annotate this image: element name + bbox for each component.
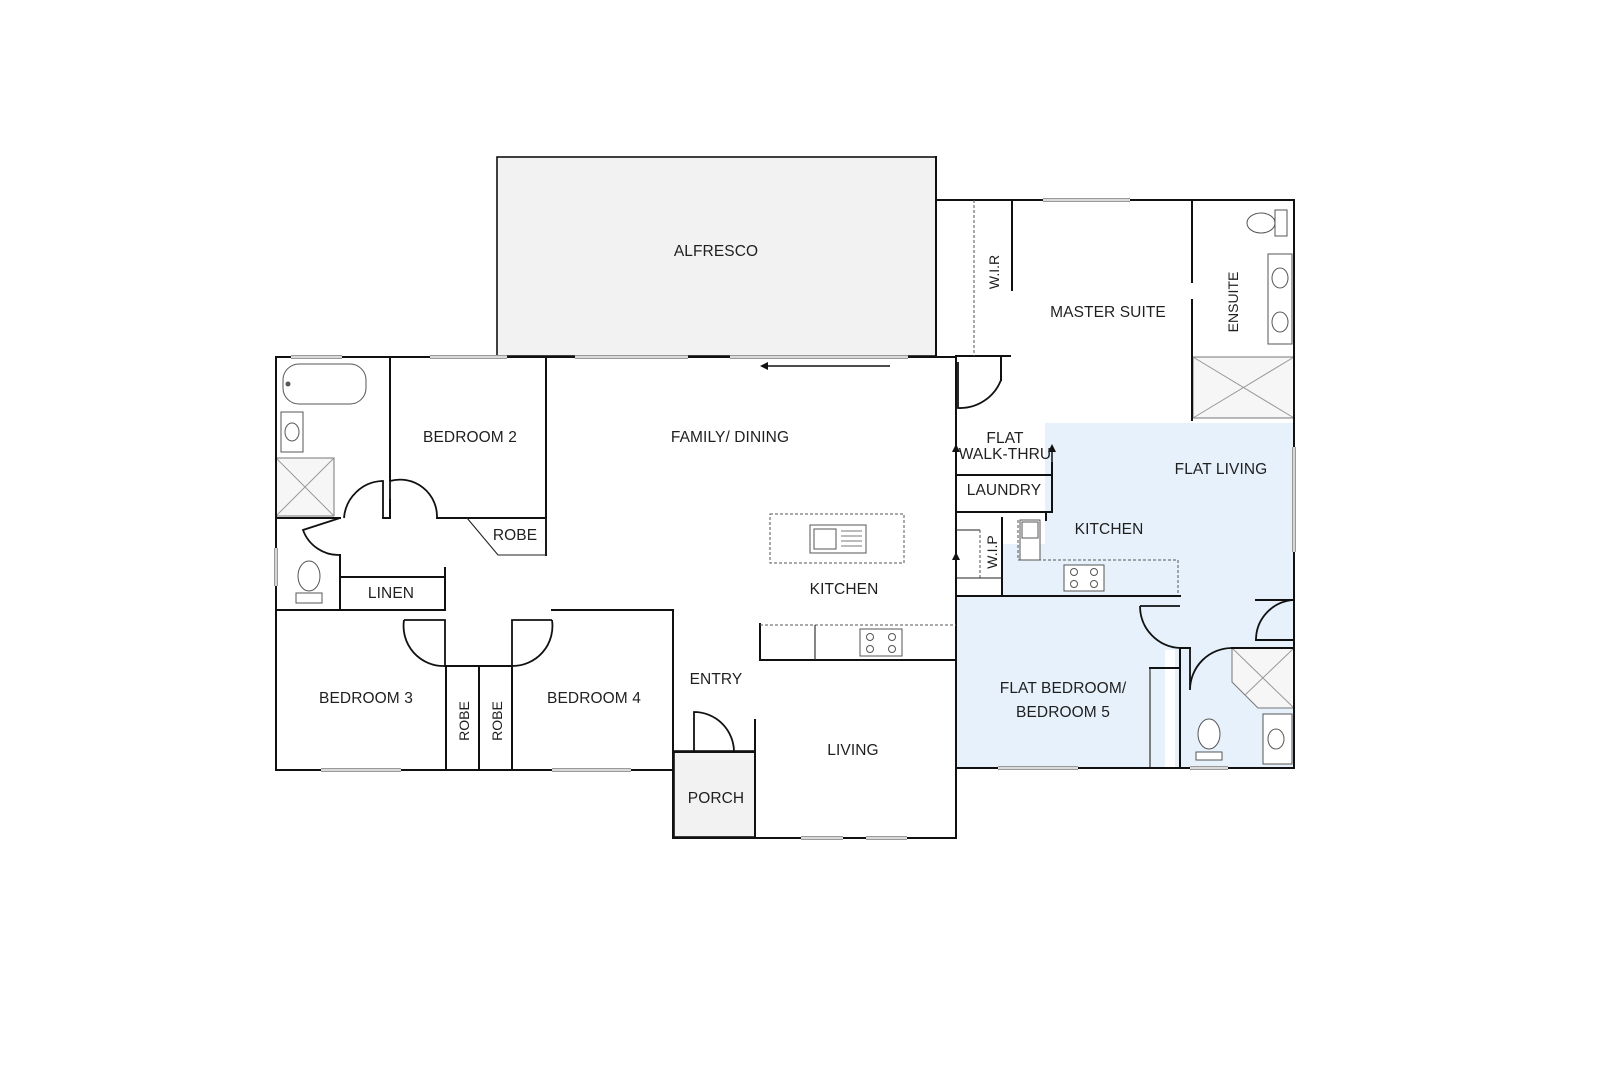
walk-thru-arrows bbox=[952, 444, 1056, 580]
cooktop bbox=[859, 628, 903, 657]
label-flat-bedroom-line1: FLAT BEDROOM/ bbox=[1000, 680, 1127, 697]
label-porch: PORCH bbox=[688, 790, 744, 807]
label-laundry: LAUNDRY bbox=[967, 482, 1042, 499]
label-flat-bedroom-line2: BEDROOM 5 bbox=[1016, 704, 1110, 721]
label-ensuite: ENSUITE bbox=[1225, 272, 1241, 333]
doors bbox=[301, 362, 1295, 753]
label-entry: ENTRY bbox=[690, 671, 743, 688]
sliding-door-arrow bbox=[760, 362, 890, 370]
label-linen: LINEN bbox=[368, 585, 414, 602]
label-wir: W.I.R bbox=[986, 255, 1002, 289]
label-flat-living: FLAT LIVING bbox=[1175, 461, 1268, 478]
label-walk-thru: WALK-THRU bbox=[959, 446, 1051, 463]
label-kitchen: KITCHEN bbox=[810, 581, 879, 598]
room-labels: ALFRESCO MASTER SUITE W.I.R ENSUITE BEDR… bbox=[319, 243, 1267, 807]
windows bbox=[274, 198, 1296, 840]
label-robe-a: ROBE bbox=[456, 701, 472, 741]
label-robe-bed2: ROBE bbox=[493, 527, 537, 544]
label-family-dining: FAMILY/ DINING bbox=[671, 429, 789, 446]
fixtures bbox=[280, 209, 1293, 765]
label-alfresco: ALFRESCO bbox=[674, 243, 758, 260]
label-robe-b: ROBE bbox=[489, 701, 505, 741]
label-flat-kitchen: KITCHEN bbox=[1075, 521, 1144, 538]
label-flat: FLAT bbox=[986, 430, 1024, 447]
alfresco-area bbox=[496, 156, 937, 357]
label-wip: W.I.P bbox=[984, 535, 1000, 568]
label-bedroom-4: BEDROOM 4 bbox=[547, 690, 641, 707]
bathtub bbox=[282, 363, 367, 405]
label-bedroom-3: BEDROOM 3 bbox=[319, 690, 413, 707]
label-bedroom-2: BEDROOM 2 bbox=[423, 429, 517, 446]
porch-area bbox=[673, 750, 756, 838]
label-master-suite: MASTER SUITE bbox=[1050, 304, 1166, 321]
label-living: LIVING bbox=[827, 742, 878, 759]
